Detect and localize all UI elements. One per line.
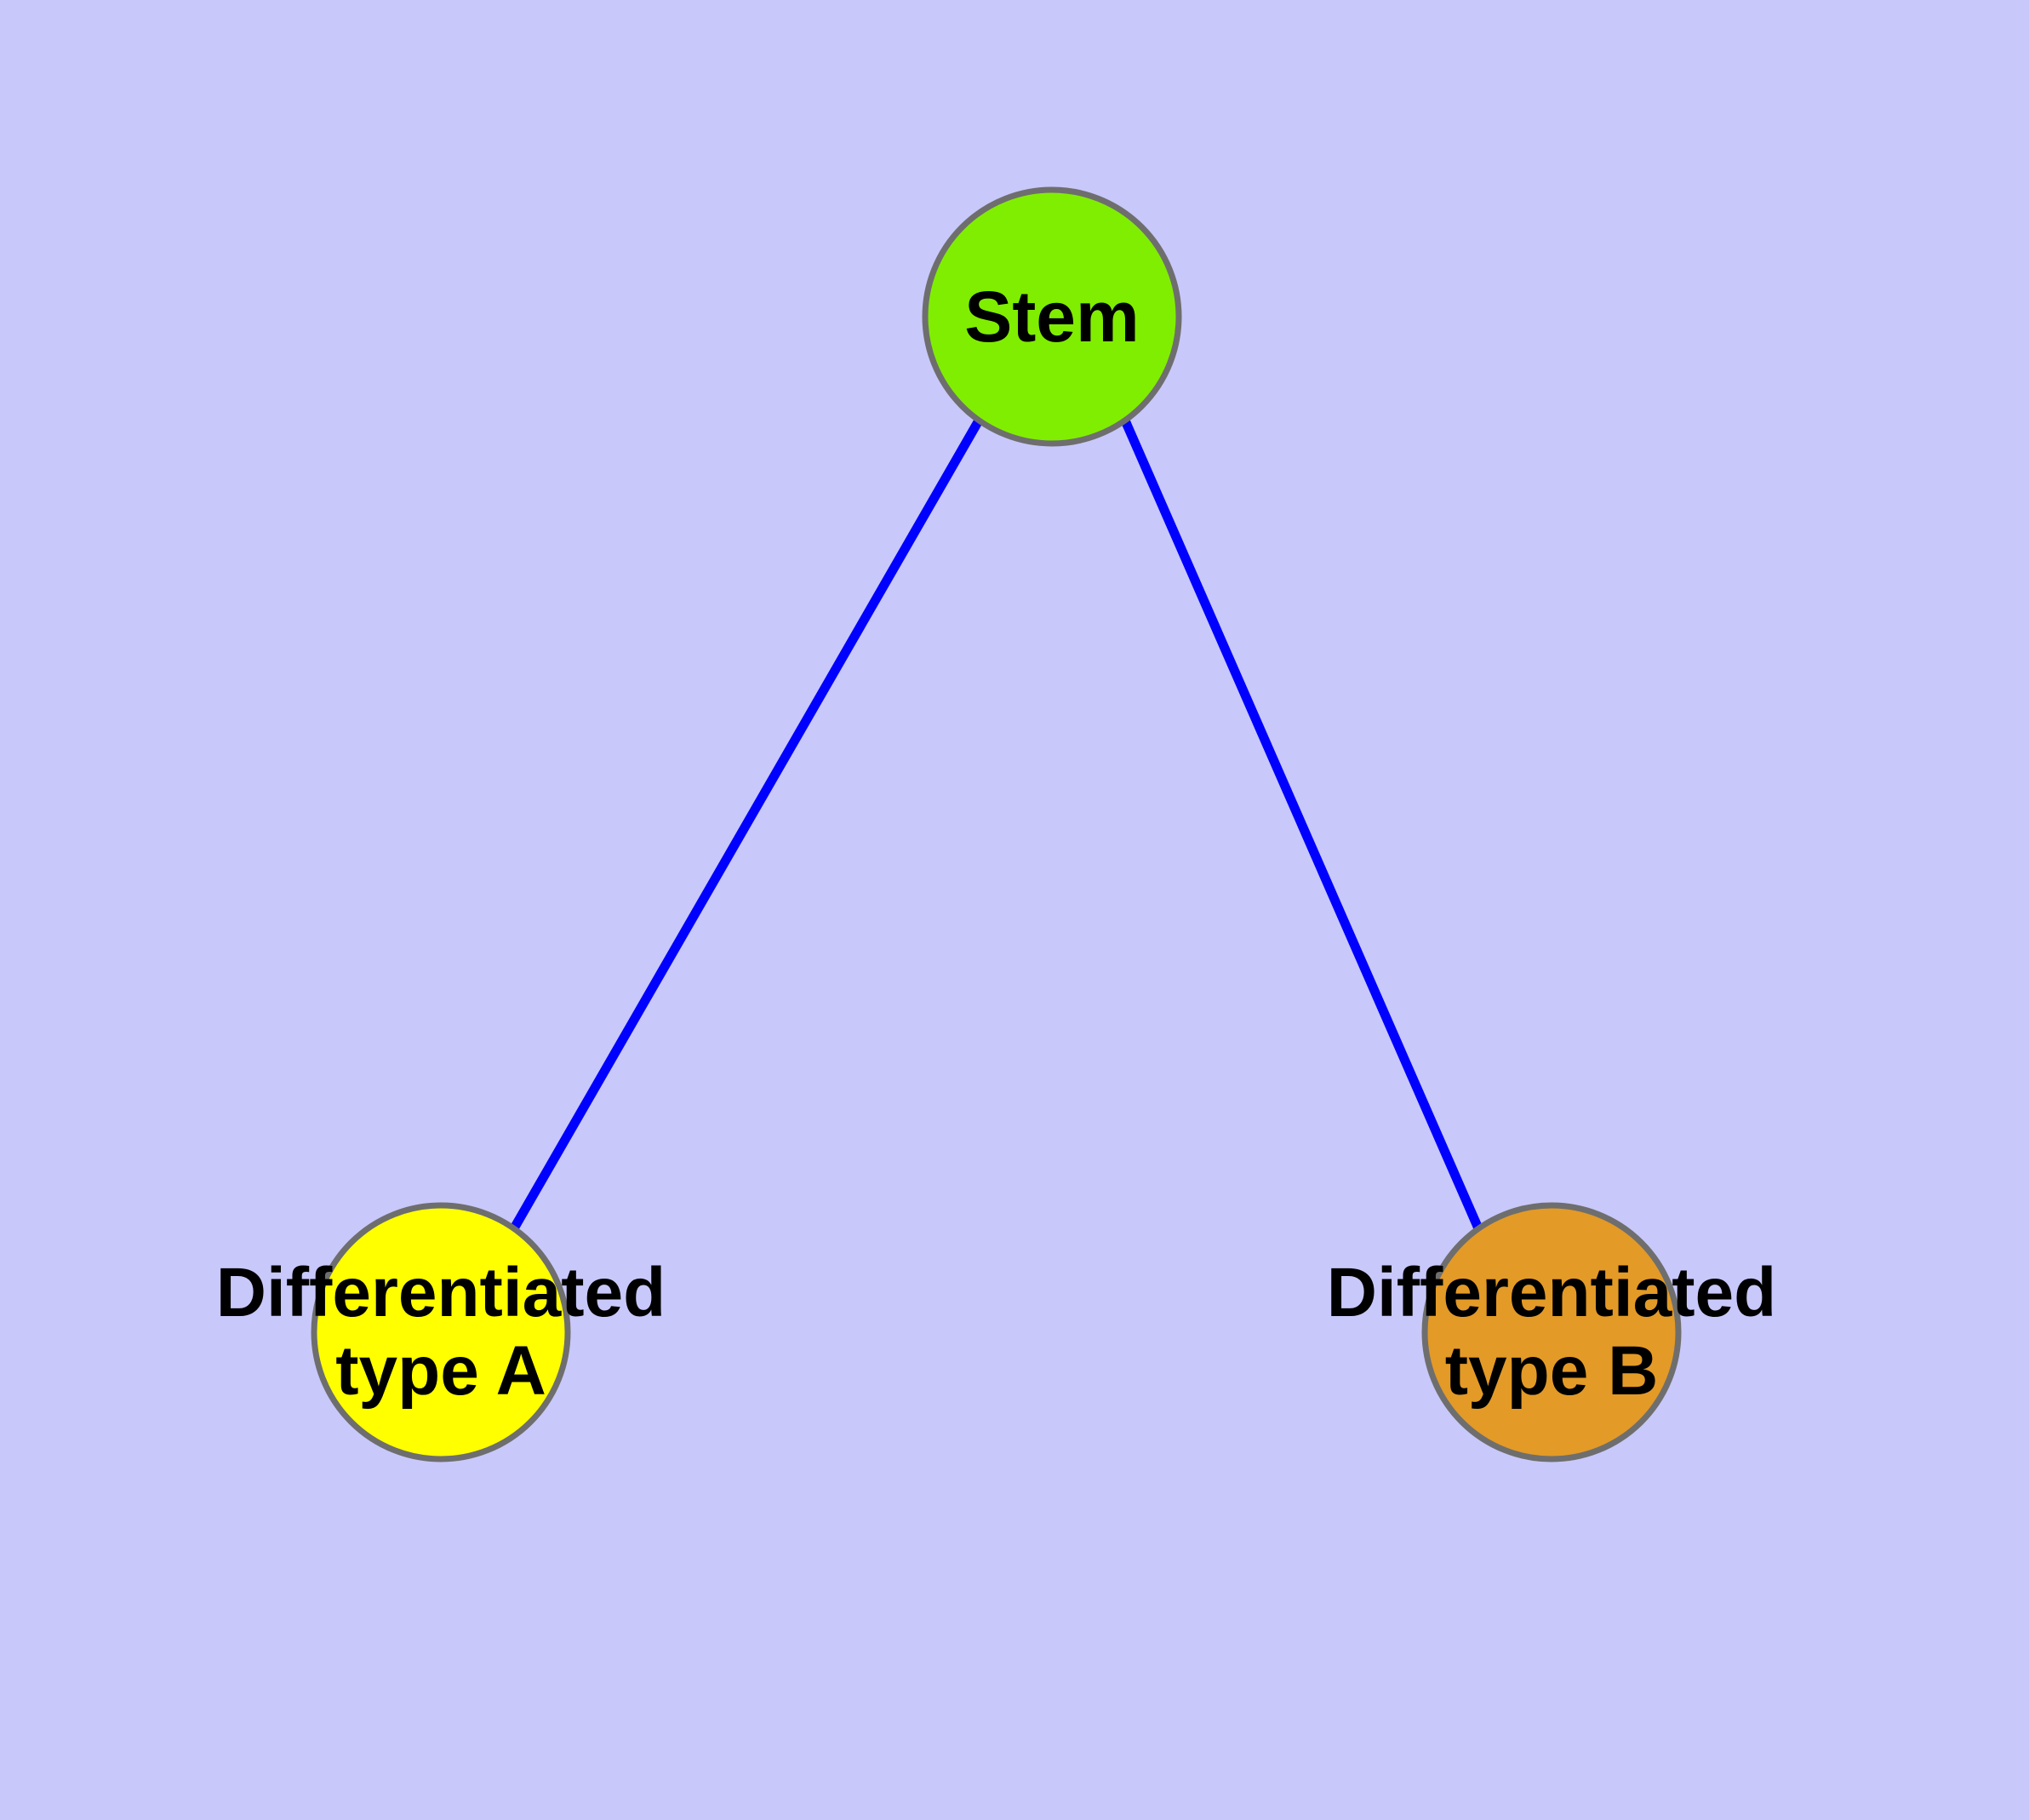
edge-layer xyxy=(510,418,1483,1231)
node-circle-differentiated-type-a[interactable] xyxy=(311,1202,571,1462)
node-circle-stem[interactable] xyxy=(922,186,1182,447)
edge-stem-to-type-b[interactable] xyxy=(1120,418,1483,1231)
node-layer xyxy=(311,186,1682,1462)
edge-stem-to-type-a[interactable] xyxy=(510,418,983,1231)
node-circle-differentiated-type-b[interactable] xyxy=(1421,1202,1682,1462)
